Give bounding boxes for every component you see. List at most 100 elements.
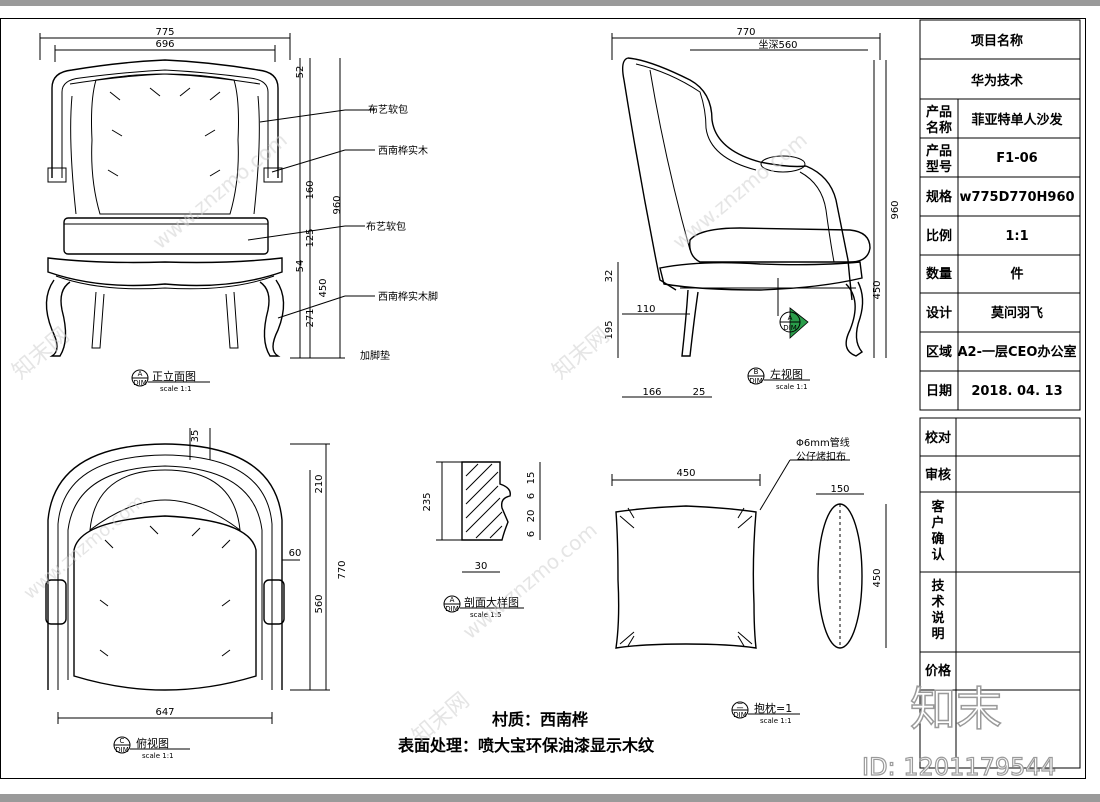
watermark-cn-1: 知末网 [8,323,75,385]
row-value-area: A2-一层CEO办公室 [958,344,1077,360]
watermark-site-4: www.znzmo.com [20,491,149,604]
row-label-scale: 比例 [926,228,952,244]
row-label-model-1: 产品 [926,143,952,159]
left-dim-166: 166 [642,387,661,398]
front-dim-160: 160 [305,180,316,199]
front-view-dim: DIM [133,379,147,387]
front-dim-775: 775 [155,27,174,38]
pillow-views: 450 Φ6mm管线 公仔烤扣布 150 450 二 DIM 抱枕=1 scal… [611,436,887,725]
row-label-model-2: 型号 [926,159,952,175]
row-label-tech-3: 说 [931,610,944,626]
watermark-brand: 知末 [910,682,1002,736]
front-view-scale: scale 1:1 [160,385,192,393]
project-name: 华为技术 [971,73,1023,89]
section-dim-6a: 6 [526,493,537,499]
left-view: 770 坐深560 960 450 32 195 110 166 25 [604,27,901,398]
pillow-piping-1: Φ6mm管线 [796,436,850,449]
section-detail: 235 30 15 6 20 6 A DIM 剖面大样图 scale 1:5 [422,461,541,619]
title-block-lower: 校对 审核 客 户 确 认 技 术 说 明 价格 [919,417,1081,769]
front-dim-450: 450 [318,278,329,297]
section-marker-tag: A [788,314,793,322]
label-fabric-1: 布艺软包 [368,103,408,116]
top-band [0,0,1100,6]
front-dim-125: 125 [305,228,316,247]
pillow-view-name: 抱枕=1 [754,701,792,715]
watermark-site-1: www.znzmo.com [148,128,292,254]
section-dim-15: 15 [526,472,537,485]
left-dim-seat-depth: 坐深560 [758,39,797,51]
left-view-scale: scale 1:1 [776,383,808,391]
row-value-product-name: 菲亚特单人沙发 [971,112,1063,128]
row-value-spec: w775D770H960 [959,190,1074,205]
row-label-product-name-1: 产品 [926,104,952,120]
row-label-price: 价格 [925,663,952,679]
section-dim-235: 235 [422,492,433,511]
top-dim-560: 560 [314,594,325,613]
row-label-date: 日期 [926,384,952,399]
top-dim-647: 647 [155,707,174,718]
top-dim-210: 210 [314,474,325,493]
section-view-tag: A [450,596,455,604]
pillow-dim-450-h: 450 [872,568,883,587]
pillow-dim-150: 150 [830,484,849,495]
row-value-scale: 1:1 [1005,229,1028,244]
row-label-qty: 数量 [926,266,952,282]
label-fabric-2: 布艺软包 [366,220,406,233]
left-view-name: 左视图 [770,367,803,381]
watermark-cn-2: 知末网 [548,323,615,385]
watermark-id: ID: 1201179544 [862,753,1056,781]
left-dim-32: 32 [604,270,615,283]
left-dim-110: 110 [636,304,655,315]
section-marker-dim: DIM [783,324,797,332]
front-dim-52: 52 [295,66,306,79]
row-label-client-3: 确 [931,531,944,547]
front-view-tag: A [138,370,143,378]
section-dim-30: 30 [475,561,488,572]
title-block: 项目名称 华为技术 产品 名称 菲亚特单人沙发 产品 型号 F1-06 规格 w… [919,19,1081,411]
bottom-band [0,794,1100,802]
front-view-name: 正立面图 [152,369,196,383]
left-dim-960: 960 [890,200,901,219]
row-value-model: F1-06 [996,151,1037,166]
row-label-check: 校对 [925,430,951,446]
pillow-view-dim: DIM [733,711,747,719]
note-material: 村质：西南桦 [492,710,588,729]
left-dim-770: 770 [736,27,755,38]
front-dim-696: 696 [155,39,174,50]
left-dim-450: 450 [872,280,883,299]
pillow-view-scale: scale 1:1 [760,717,792,725]
front-dim-960: 960 [332,195,343,214]
row-label-area: 区域 [926,344,952,360]
top-view-dim: DIM [115,746,129,754]
row-value-design: 莫问羽飞 [990,305,1043,321]
left-dim-195: 195 [604,320,615,339]
row-label-product-name-2: 名称 [926,120,952,136]
left-view-dim: DIM [749,377,763,385]
section-dim-20: 20 [526,510,537,523]
row-label-client-2: 户 [931,515,944,531]
top-view-tag: C [120,737,125,745]
row-label-tech-4: 明 [931,627,944,642]
row-label-tech-1: 技 [931,578,945,594]
label-wood-1: 西南桦实木 [378,144,428,157]
section-view-dim: DIM [445,605,459,613]
pillow-dim-450-w: 450 [676,468,695,479]
label-wood-leg: 西南桦实木脚 [378,290,438,303]
front-dim-271: 271 [305,308,316,327]
row-label-client-1: 客 [931,499,945,515]
top-dim-35: 35 [190,430,201,443]
row-label-review: 审核 [925,467,951,483]
left-view-tag: B [754,368,759,376]
section-view-scale: scale 1:5 [470,611,502,619]
row-label-spec: 规格 [926,189,953,205]
pillow-piping-2: 公仔烤扣布 [796,450,846,463]
top-view-name: 俯视图 [136,736,169,750]
project-name-label: 项目名称 [971,33,1023,49]
section-dim-6b: 6 [526,531,537,537]
top-dim-60: 60 [289,548,302,559]
note-surface: 表面处理：喷大宝环保油漆显示木纹 [397,736,655,755]
row-label-tech-2: 术 [930,594,944,610]
front-elevation: 775 696 52 160 960 125 54 [39,27,438,393]
left-dim-25: 25 [693,387,706,398]
